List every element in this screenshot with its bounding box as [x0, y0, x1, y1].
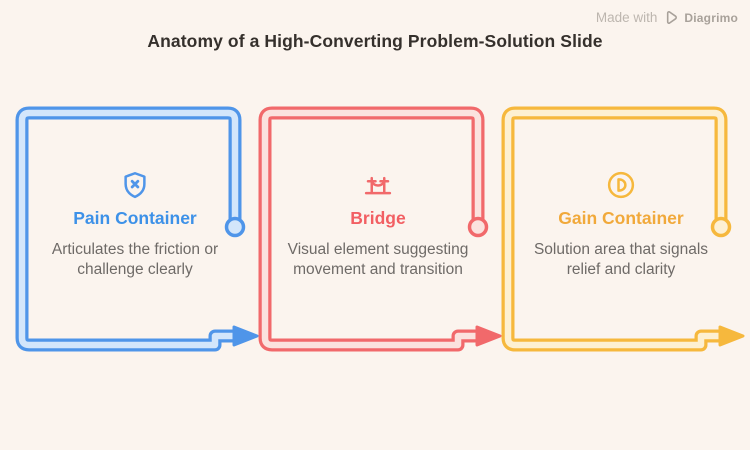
- gain-card-title: Gain Container: [558, 208, 684, 228]
- card-gain-container: Gain Container Solution area that signal…: [499, 104, 745, 362]
- bridge-icon: [364, 176, 392, 195]
- made-with-badge[interactable]: Made with Diagrimo: [596, 10, 738, 25]
- gain-connector-dot: [710, 216, 732, 238]
- bridge-card-title: Bridge: [350, 208, 406, 228]
- bridge-card-description: Visual element suggesting movement and t…: [287, 241, 469, 278]
- pain-connector-dot: [224, 216, 246, 238]
- card-bridge: Bridge Visual element suggesting movemen…: [256, 104, 502, 362]
- pain-card-border: [15, 106, 259, 352]
- page-title: Anatomy of a High-Converting Problem-Sol…: [147, 31, 603, 51]
- pain-card-description: Articulates the friction or challenge cl…: [51, 241, 219, 278]
- diagrimo-logo-icon: [667, 11, 678, 24]
- card-pain-container: Pain Container Articulates the friction …: [13, 104, 259, 362]
- gain-arrow: [718, 325, 745, 347]
- bridge-connector-dot: [467, 216, 489, 238]
- brand-label: Diagrimo: [684, 10, 738, 25]
- contrast-circle-icon: [607, 171, 635, 199]
- made-with-label: Made with: [595, 10, 658, 25]
- gain-card-border: [501, 106, 745, 352]
- gain-card-description: Solution area that signals relief and cl…: [533, 241, 709, 278]
- pain-card-title: Pain Container: [73, 208, 197, 228]
- bridge-card-border: [258, 106, 502, 352]
- bridge-arrow: [475, 325, 502, 347]
- pain-arrow: [232, 325, 259, 347]
- shield-x-icon: [124, 172, 146, 199]
